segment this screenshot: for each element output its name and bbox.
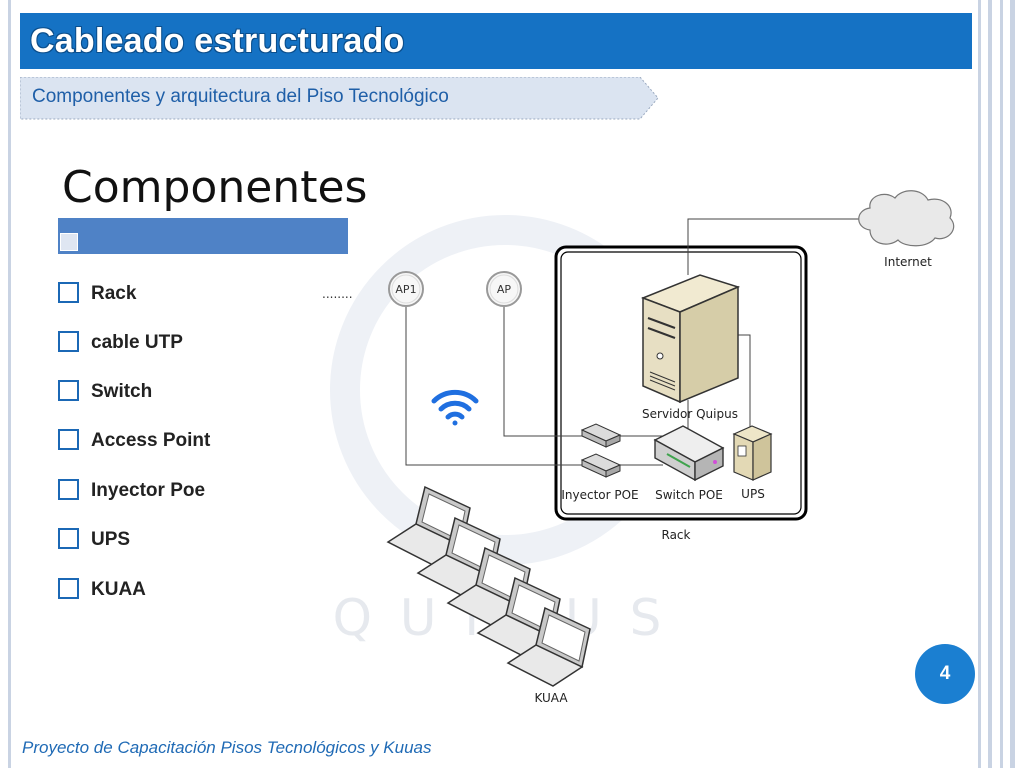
checkbox[interactable] [58,479,79,500]
checkbox[interactable] [58,380,79,401]
slide-subtitle: Componentes y arquitectura del Piso Tecn… [32,86,449,107]
list-header-band [58,218,348,254]
cable-ap1 [405,305,663,466]
injector-icon [580,453,622,478]
slide-title: Cableado estructurado [30,22,405,60]
list-item-label: UPS [91,529,131,550]
server-label: Servidor Quipus [642,407,738,421]
laptop-icon [506,606,591,687]
ups-label: UPS [741,487,765,501]
switch-icon [653,425,725,482]
ap-label: AP [497,283,512,296]
page-number-badge: 4 [915,644,975,704]
internet-label: Internet [884,255,932,269]
ap-dots: ........ [322,287,353,301]
rack-inner-frame [560,251,802,515]
rack-label: Rack [662,528,691,542]
list-item-label: Rack [91,283,137,304]
subtitle-banner [20,77,659,120]
list-item-label: Inyector Poe [91,480,206,501]
checkbox[interactable] [58,528,79,549]
frame-line-right [1010,0,1015,768]
footer-text: Proyecto de Capacitación Pisos Tecnológi… [22,738,432,757]
ups-icon [732,425,773,481]
checkbox[interactable] [58,429,79,450]
ap1-icon [388,271,424,307]
internet-cloud-icon [858,190,955,247]
kuaa-label: KUAA [534,691,568,705]
cable-internet [687,218,872,275]
checkbox[interactable] [58,331,79,352]
frame-line-right [978,0,981,768]
title-bar [20,13,972,69]
server-icon [640,274,741,404]
wifi-icon [431,389,479,426]
band-checkbox [60,233,78,251]
checkbox[interactable] [58,578,79,599]
injector-icon [580,423,622,448]
list-item-label: Switch [91,381,153,402]
ap-icon [486,271,522,307]
checkbox[interactable] [58,282,79,303]
injector-label: Inyector POE [561,488,638,502]
frame-line-right [1000,0,1003,768]
ap1-label: AP1 [395,283,416,296]
frame-line-right [988,0,992,768]
list-item-label: KUAA [91,579,146,600]
switch-label: Switch POE [655,488,723,502]
page-title: Componentes [62,162,368,213]
frame-line-left [8,0,11,768]
list-item-label: Access Point [91,430,211,451]
list-item-label: cable UTP [91,332,183,353]
